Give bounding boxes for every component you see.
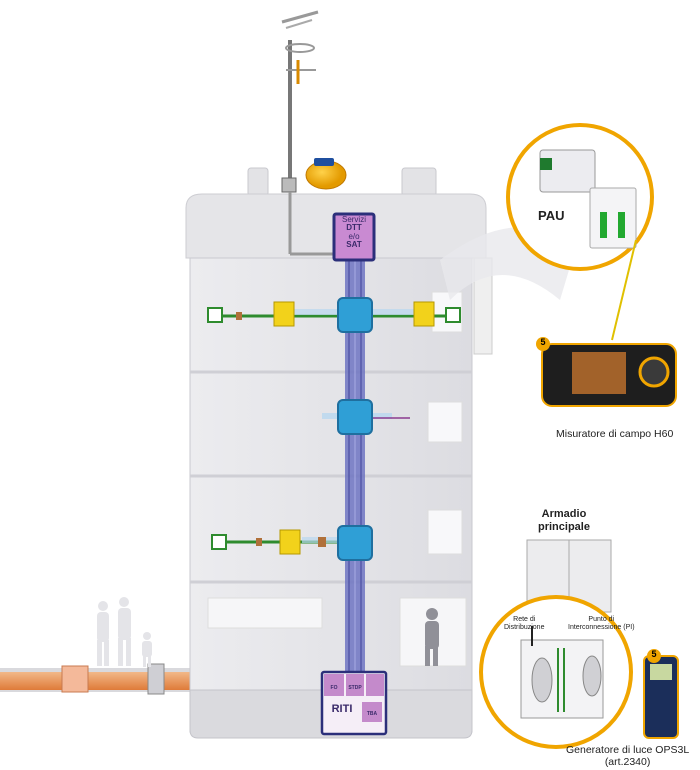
people-silhouettes	[97, 597, 152, 667]
servizi-label: Servizi DTT e/o SAT	[334, 215, 374, 250]
dtt-text: DTT	[346, 223, 362, 233]
generator-caption: Generatore di luce OPS3L (art.2340)	[566, 744, 689, 768]
cabinet-caption: Armadio principale	[538, 508, 590, 534]
person-silhouette-icon	[425, 608, 439, 666]
satellite-dish-icon	[305, 158, 347, 190]
field-meter-h60-icon	[536, 337, 677, 407]
interconnection-callout	[479, 595, 633, 749]
riti-panel-tba: TBA	[366, 711, 378, 717]
cabinet-line-1: Armadio	[541, 508, 587, 520]
servizi-dtt-sat-box	[332, 212, 376, 262]
badge-5-generator: 5	[651, 649, 657, 659]
riti-panel-fo: FO	[330, 685, 338, 691]
punto-line-1: Punto di	[588, 616, 615, 623]
servizi-text: Servizi	[341, 215, 366, 224]
light-generator-icon	[643, 649, 679, 739]
junction-box-icon	[337, 297, 373, 561]
punto-line-2: Interconnessione (PI)	[568, 623, 635, 631]
riti-panel-stdp: STDP	[348, 685, 362, 691]
rete-line-2: Distribuzione	[504, 623, 545, 631]
pau-label: PAU	[538, 208, 565, 223]
rete-caption: Rete di Distribuzione	[504, 616, 544, 631]
riti-label: RITI	[331, 703, 353, 715]
cabinet-line-2: principale	[538, 521, 590, 534]
badge-5-meter: 5	[540, 337, 546, 347]
generator-line-1: Generatore di luce OPS3L	[566, 744, 690, 756]
riti-cabinet	[320, 670, 388, 736]
rete-line-1: Rete di	[513, 616, 536, 623]
generator-line-2: (art.2340)	[604, 756, 651, 769]
eo-text: e/o	[348, 231, 360, 241]
wall-outlet-icon	[207, 307, 461, 550]
meter-caption: Misuratore di campo H60	[556, 428, 674, 440]
punto-caption: Punto di Interconnessione (PI)	[568, 616, 635, 631]
sat-text: SAT	[346, 240, 362, 250]
splitter-icon	[273, 301, 435, 555]
antenna-mast	[281, 10, 319, 193]
pau-callout	[440, 123, 654, 341]
